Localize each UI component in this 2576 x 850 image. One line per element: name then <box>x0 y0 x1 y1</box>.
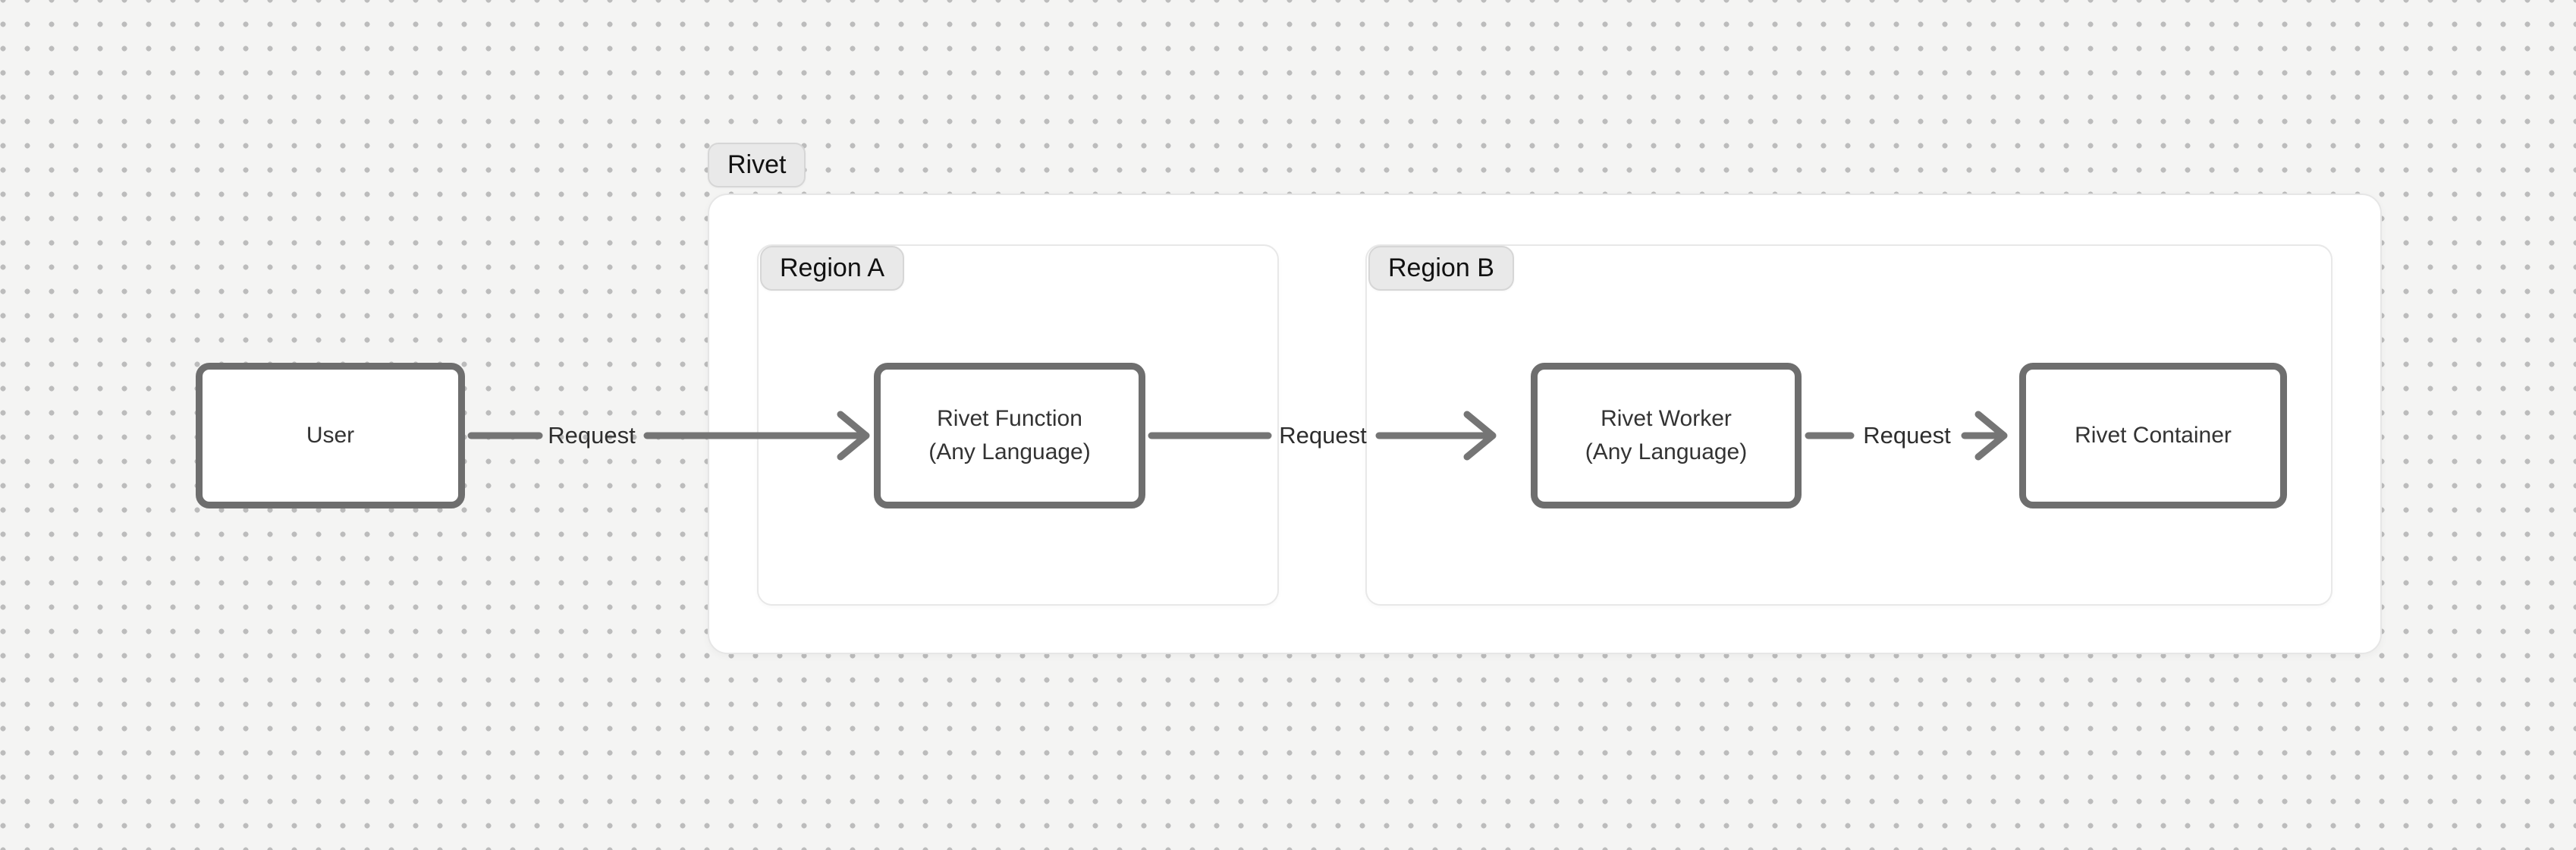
node-label: Rivet Container <box>2075 422 2232 448</box>
node-label: User <box>306 422 355 448</box>
region-b-label: Region B <box>1368 246 1514 291</box>
node-rivet-worker: Rivet Worker (Any Language) <box>1531 363 1802 508</box>
edge-label-request-2: Request <box>1279 422 1367 449</box>
node-user: User <box>196 363 465 508</box>
region-a-label: Region A <box>760 246 904 291</box>
edge-label-request-3: Request <box>1863 422 1951 449</box>
rivet-group-label: Rivet <box>708 143 806 187</box>
node-label: Rivet Worker <box>1601 405 1732 431</box>
node-label: Rivet Function <box>937 405 1082 431</box>
node-rivet-container: Rivet Container <box>2019 363 2287 508</box>
node-sublabel: (Any Language) <box>1585 439 1748 464</box>
node-rivet-function: Rivet Function (Any Language) <box>874 363 1145 508</box>
edge-label-request-1: Request <box>548 422 636 449</box>
node-sublabel: (Any Language) <box>928 439 1091 464</box>
